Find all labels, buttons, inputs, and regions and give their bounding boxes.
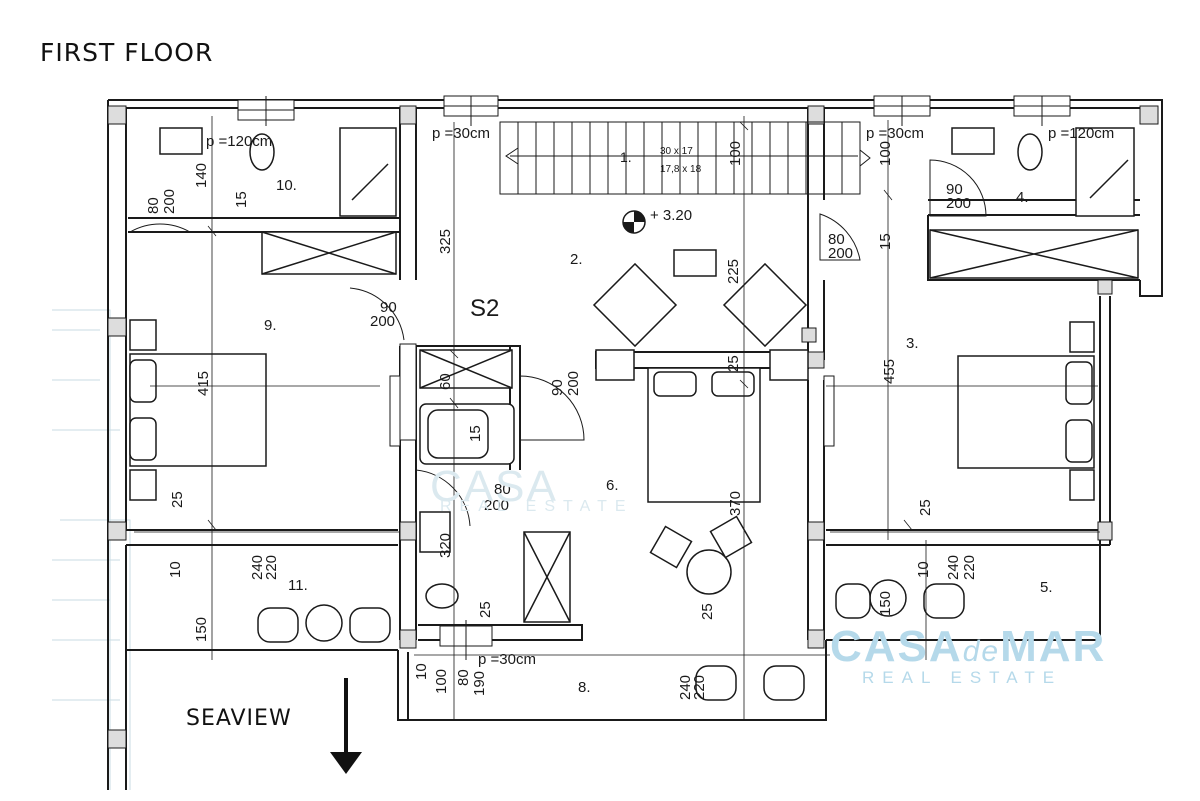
- dimension-lines: [134, 116, 1100, 720]
- dimension: 25: [169, 491, 186, 508]
- seaview-label: SEAVIEW: [186, 706, 292, 731]
- parapet-label: p =120cm: [206, 133, 272, 150]
- dimension: 10: [413, 663, 430, 680]
- dimension: 25: [725, 355, 742, 372]
- level-marker: [622, 210, 646, 234]
- dimension: 415: [195, 371, 212, 396]
- watermark-ghost: CASA: [430, 462, 558, 511]
- brand-tagline: REAL ESTATE: [862, 668, 1063, 687]
- parapet-label: p =30cm: [478, 651, 536, 668]
- door-size: 80: [494, 481, 511, 498]
- dimension: 240: [677, 675, 694, 700]
- room-label: 3.: [906, 335, 919, 352]
- windows: [237, 95, 1071, 660]
- dimension: 220: [961, 555, 978, 580]
- room-label: 4.: [1016, 189, 1029, 206]
- furniture: [129, 127, 1139, 701]
- level-mark: + 3.20: [650, 207, 692, 224]
- dimension: 325: [437, 229, 454, 254]
- dimension: 80: [455, 669, 472, 686]
- brand-logo: CASAdeMAR: [830, 622, 1106, 672]
- dimension: 25: [917, 499, 934, 516]
- parapet-label: p =30cm: [432, 125, 490, 142]
- background-plan-ghost: [52, 309, 131, 790]
- dimension: 150: [193, 617, 210, 642]
- door-size: 200: [565, 371, 582, 396]
- dimension: 15: [233, 191, 250, 208]
- dimension: 190: [471, 671, 488, 696]
- dimension: 370: [727, 491, 744, 516]
- room-label: 11.: [288, 577, 308, 594]
- dimension: 60: [437, 373, 454, 390]
- floor-title: FIRST FLOOR: [40, 38, 214, 67]
- door-size: 80: [145, 197, 162, 214]
- brand-part: de: [962, 635, 1001, 668]
- dimension: 10: [167, 561, 184, 578]
- stair-size-2: 17,8 x 18: [660, 164, 702, 175]
- dimension: 320: [437, 533, 454, 558]
- dimension: 25: [699, 603, 716, 620]
- stair-size-1: 30 x 17: [660, 146, 693, 157]
- door-size: 200: [946, 195, 971, 212]
- parapet-label: p =30cm: [866, 125, 924, 142]
- door-size: 80: [828, 231, 845, 248]
- dimension: 240: [945, 555, 962, 580]
- dimension: 15: [877, 233, 894, 250]
- dimension: 100: [433, 669, 450, 694]
- door-size: 200: [828, 245, 853, 262]
- dimension: 455: [881, 359, 898, 384]
- dimension: 140: [193, 163, 210, 188]
- dimension: 15: [467, 425, 484, 442]
- door-size: 90: [946, 181, 963, 198]
- brand-part: CASA: [830, 622, 963, 671]
- dimension: 240: [249, 555, 266, 580]
- door-swings: [129, 159, 987, 527]
- door-size: 200: [161, 189, 178, 214]
- dimension: 100: [877, 141, 894, 166]
- room-label: 6.: [606, 477, 619, 494]
- door-size: 90: [549, 379, 566, 396]
- room-label: 9.: [264, 317, 277, 334]
- dimension: 150: [877, 591, 894, 616]
- dimension: 100: [727, 141, 744, 166]
- dimension: 220: [691, 675, 708, 700]
- room-label: 2.: [570, 251, 583, 268]
- door-size: 90: [380, 299, 397, 316]
- dimension: 10: [915, 561, 932, 578]
- room-label: 10.: [276, 177, 297, 194]
- seaview-arrow-icon: [330, 678, 362, 774]
- section-label: S2: [470, 295, 499, 322]
- dimension: 25: [477, 601, 494, 618]
- room-label: 5.: [1040, 579, 1053, 596]
- watermark-ghost-tagline: REAL ESTATE: [440, 498, 634, 515]
- stair-number: 1.: [620, 149, 632, 165]
- dimension: 220: [263, 555, 280, 580]
- dimension: 225: [725, 259, 742, 284]
- outer-walls: [107, 99, 1163, 790]
- columns: [107, 105, 1159, 749]
- parapet-label: p =120cm: [1048, 125, 1114, 142]
- room-label: 8.: [578, 679, 591, 696]
- staircase: [499, 121, 871, 195]
- door-size: 200: [484, 497, 509, 514]
- door-size: 200: [370, 313, 395, 330]
- brand-part: MAR: [1000, 622, 1107, 671]
